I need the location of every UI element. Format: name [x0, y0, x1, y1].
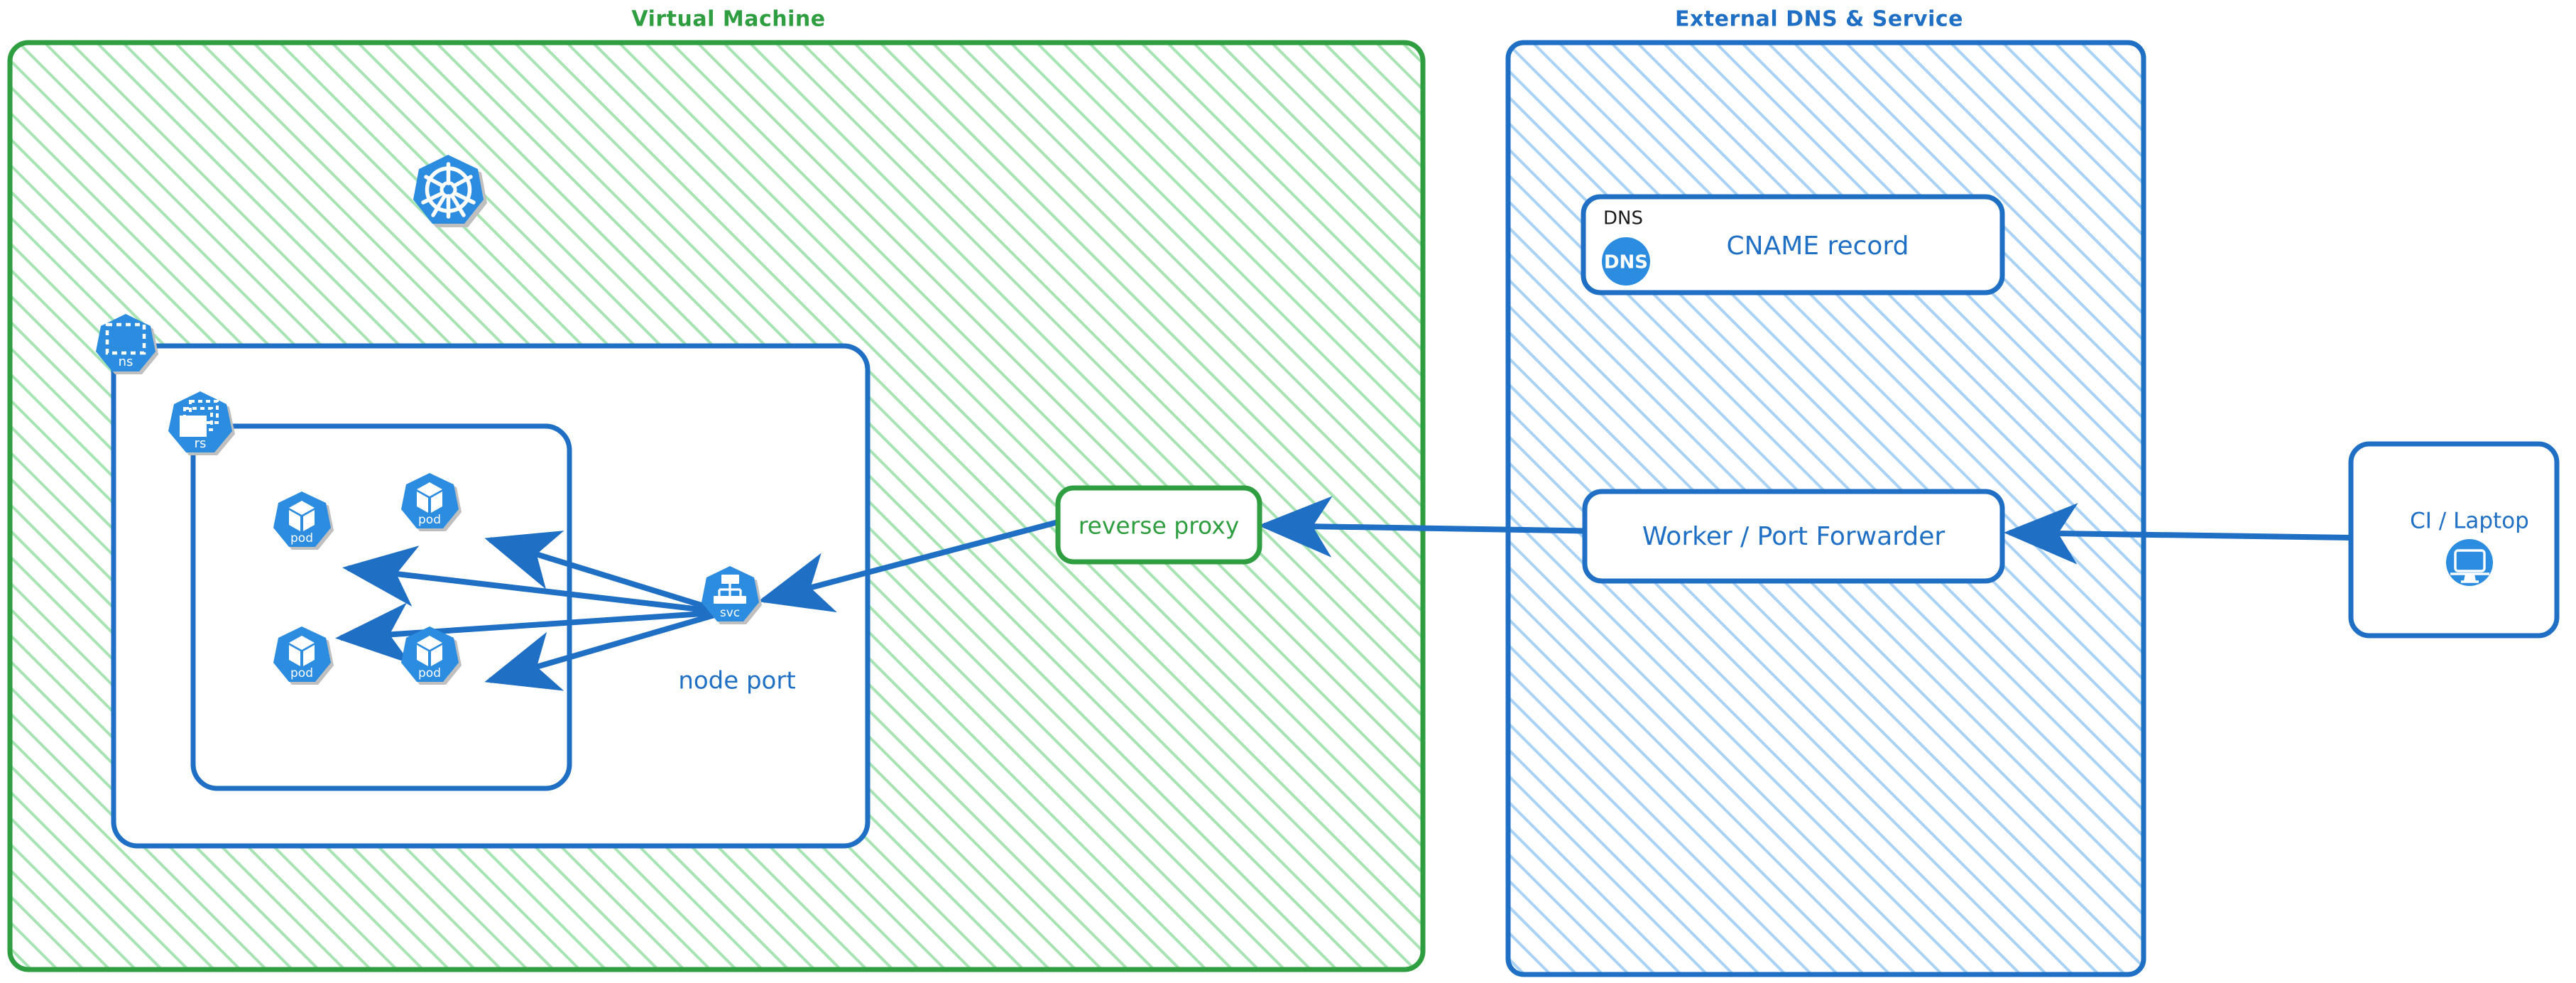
ci-laptop-label: CI / Laptop [2410, 509, 2529, 534]
dns-card[interactable]: DNS DNS CNAME record [1581, 194, 2005, 295]
pod-badge-label-1: pod [290, 531, 313, 545]
reverse-proxy-label: reverse proxy [1079, 512, 1240, 540]
ci-laptop-box [2348, 441, 2560, 639]
edge-client-worker [2004, 503, 2351, 565]
cname-record-label: CNAME record [1727, 232, 1909, 261]
client-to-worker-edge [2004, 503, 2351, 565]
edge-svc-to-pod-3 [335, 602, 725, 664]
desktop-monitor-icon [2446, 539, 2493, 586]
namespace-badge-label: ns [119, 354, 133, 369]
pod-badge-label-2: pod [418, 513, 441, 527]
worker-card[interactable]: Worker / Port Forwarder [1582, 489, 2005, 584]
node-port-caption: node port [678, 667, 795, 695]
kubernetes-wheel-icon [413, 155, 487, 227]
edge-svc-to-pod-2 [484, 531, 726, 615]
group-title-virtual-machine: Virtual Machine [631, 7, 825, 32]
edge-svc-to-pod-4 [484, 609, 726, 691]
group-title-external-dns-service: External DNS & Service [1675, 7, 1963, 32]
pod-icon-2[interactable]: pod [401, 473, 462, 531]
pod-badge-label-3: pod [290, 666, 313, 680]
worker-card-box [1582, 489, 2005, 584]
pod-icon-4[interactable]: pod [401, 626, 462, 685]
namespace-icon[interactable]: ns [96, 314, 158, 374]
reverse-proxy-box [1055, 485, 1262, 565]
replicaset-icon[interactable]: rs [168, 391, 235, 455]
dns-corner-label: DNS [1603, 208, 1643, 229]
pod-icon-1[interactable]: pod [273, 492, 334, 550]
edge-svc-to-pod-1 [342, 545, 725, 615]
dns-circle-icon-label: DNS [1604, 252, 1648, 273]
replicaset-container[interactable] [190, 423, 572, 791]
dns-circle-icon: DNS [1602, 237, 1650, 286]
service-icon[interactable]: svc [702, 566, 762, 624]
edge-reverseproxy-svc [758, 519, 1059, 613]
replicaset-badge-label: rs [195, 436, 207, 451]
reverse-proxy-card[interactable]: reverse proxy [1055, 485, 1262, 565]
replicaset-box [190, 423, 572, 791]
pod-badge-label-4: pod [418, 666, 441, 680]
service-to-pod-edges [335, 531, 726, 691]
service-badge-label: svc [720, 606, 740, 620]
dns-card-box [1581, 194, 2005, 295]
ci-laptop-card[interactable]: CI / Laptop [2348, 441, 2560, 639]
worker-label: Worker / Port Forwarder [1642, 522, 1945, 551]
pod-icon-3[interactable]: pod [273, 626, 334, 685]
reverseproxy-to-service-edge [758, 519, 1059, 613]
